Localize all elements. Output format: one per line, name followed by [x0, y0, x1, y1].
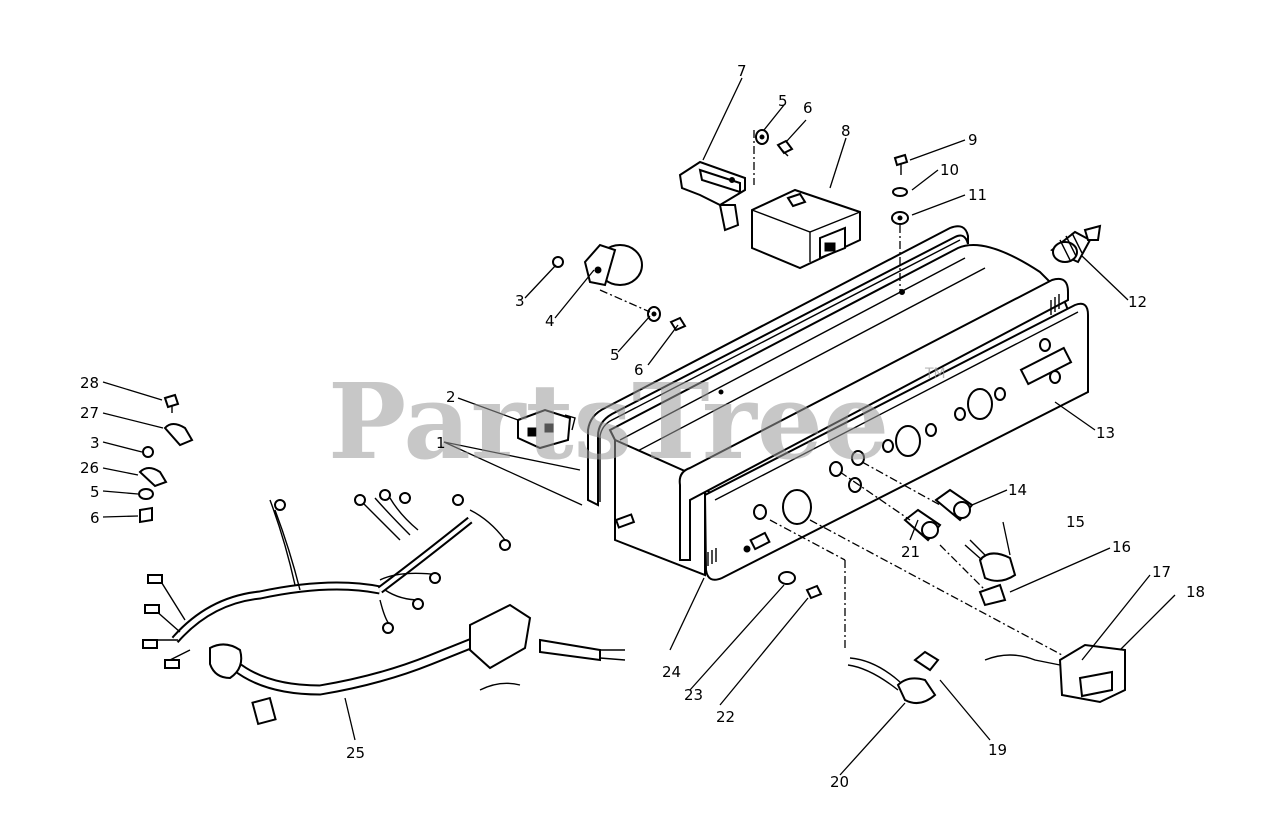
panel-switches	[903, 488, 1017, 607]
callout-7: 7	[737, 62, 747, 80]
callout-3b: 3	[90, 434, 100, 452]
callout-26: 26	[80, 459, 99, 477]
callout-10: 10	[940, 161, 959, 179]
wiring-harness	[142, 489, 626, 726]
callout-8: 8	[841, 122, 851, 140]
callout-4: 4	[545, 312, 555, 330]
callout-19: 19	[988, 741, 1007, 759]
callout-6: 6	[803, 99, 813, 117]
callout-labels: 1 2 3 3 4 5 5 5 6 6 6 7 8 9 10 11 12 13 …	[80, 62, 1205, 791]
callout-15: 15	[1066, 513, 1085, 531]
callout-6b: 6	[634, 361, 644, 379]
callout-20: 20	[830, 773, 849, 791]
callout-16: 16	[1112, 538, 1131, 556]
callout-1: 1	[436, 434, 446, 452]
callout-13: 13	[1096, 424, 1115, 442]
callout-17: 17	[1152, 563, 1171, 581]
callout-18: 18	[1186, 583, 1205, 601]
callout-25: 25	[346, 744, 365, 762]
indicator-lamp	[847, 650, 940, 705]
terminal-block	[517, 408, 576, 450]
watermark-trademark: TM	[924, 366, 946, 382]
rectifier-assembly	[552, 243, 643, 287]
callout-9: 9	[968, 131, 978, 149]
callout-6c: 6	[90, 509, 100, 527]
hour-meter	[984, 643, 1126, 704]
control-box-housing	[587, 225, 1089, 581]
callout-27: 27	[80, 404, 99, 422]
callout-12: 12	[1128, 293, 1147, 311]
callout-22: 22	[716, 708, 735, 726]
leader-lines	[102, 77, 1176, 776]
choke-knob	[1050, 224, 1102, 264]
callout-21: 21	[901, 543, 920, 561]
electronic-module	[751, 188, 861, 270]
callout-23: 23	[684, 686, 703, 704]
callout-2: 2	[446, 388, 456, 406]
callout-24: 24	[662, 663, 681, 681]
callout-14: 14	[1008, 481, 1027, 499]
callout-28: 28	[80, 374, 99, 392]
watermark-text: PartsTree	[328, 360, 889, 483]
callout-5: 5	[778, 92, 788, 110]
callout-5c: 5	[90, 483, 100, 501]
watermark: PartsTree TM	[328, 360, 946, 483]
callout-5b: 5	[610, 346, 620, 364]
callout-11: 11	[968, 186, 987, 204]
mounting-bracket	[678, 160, 746, 232]
callout-3: 3	[515, 292, 525, 310]
